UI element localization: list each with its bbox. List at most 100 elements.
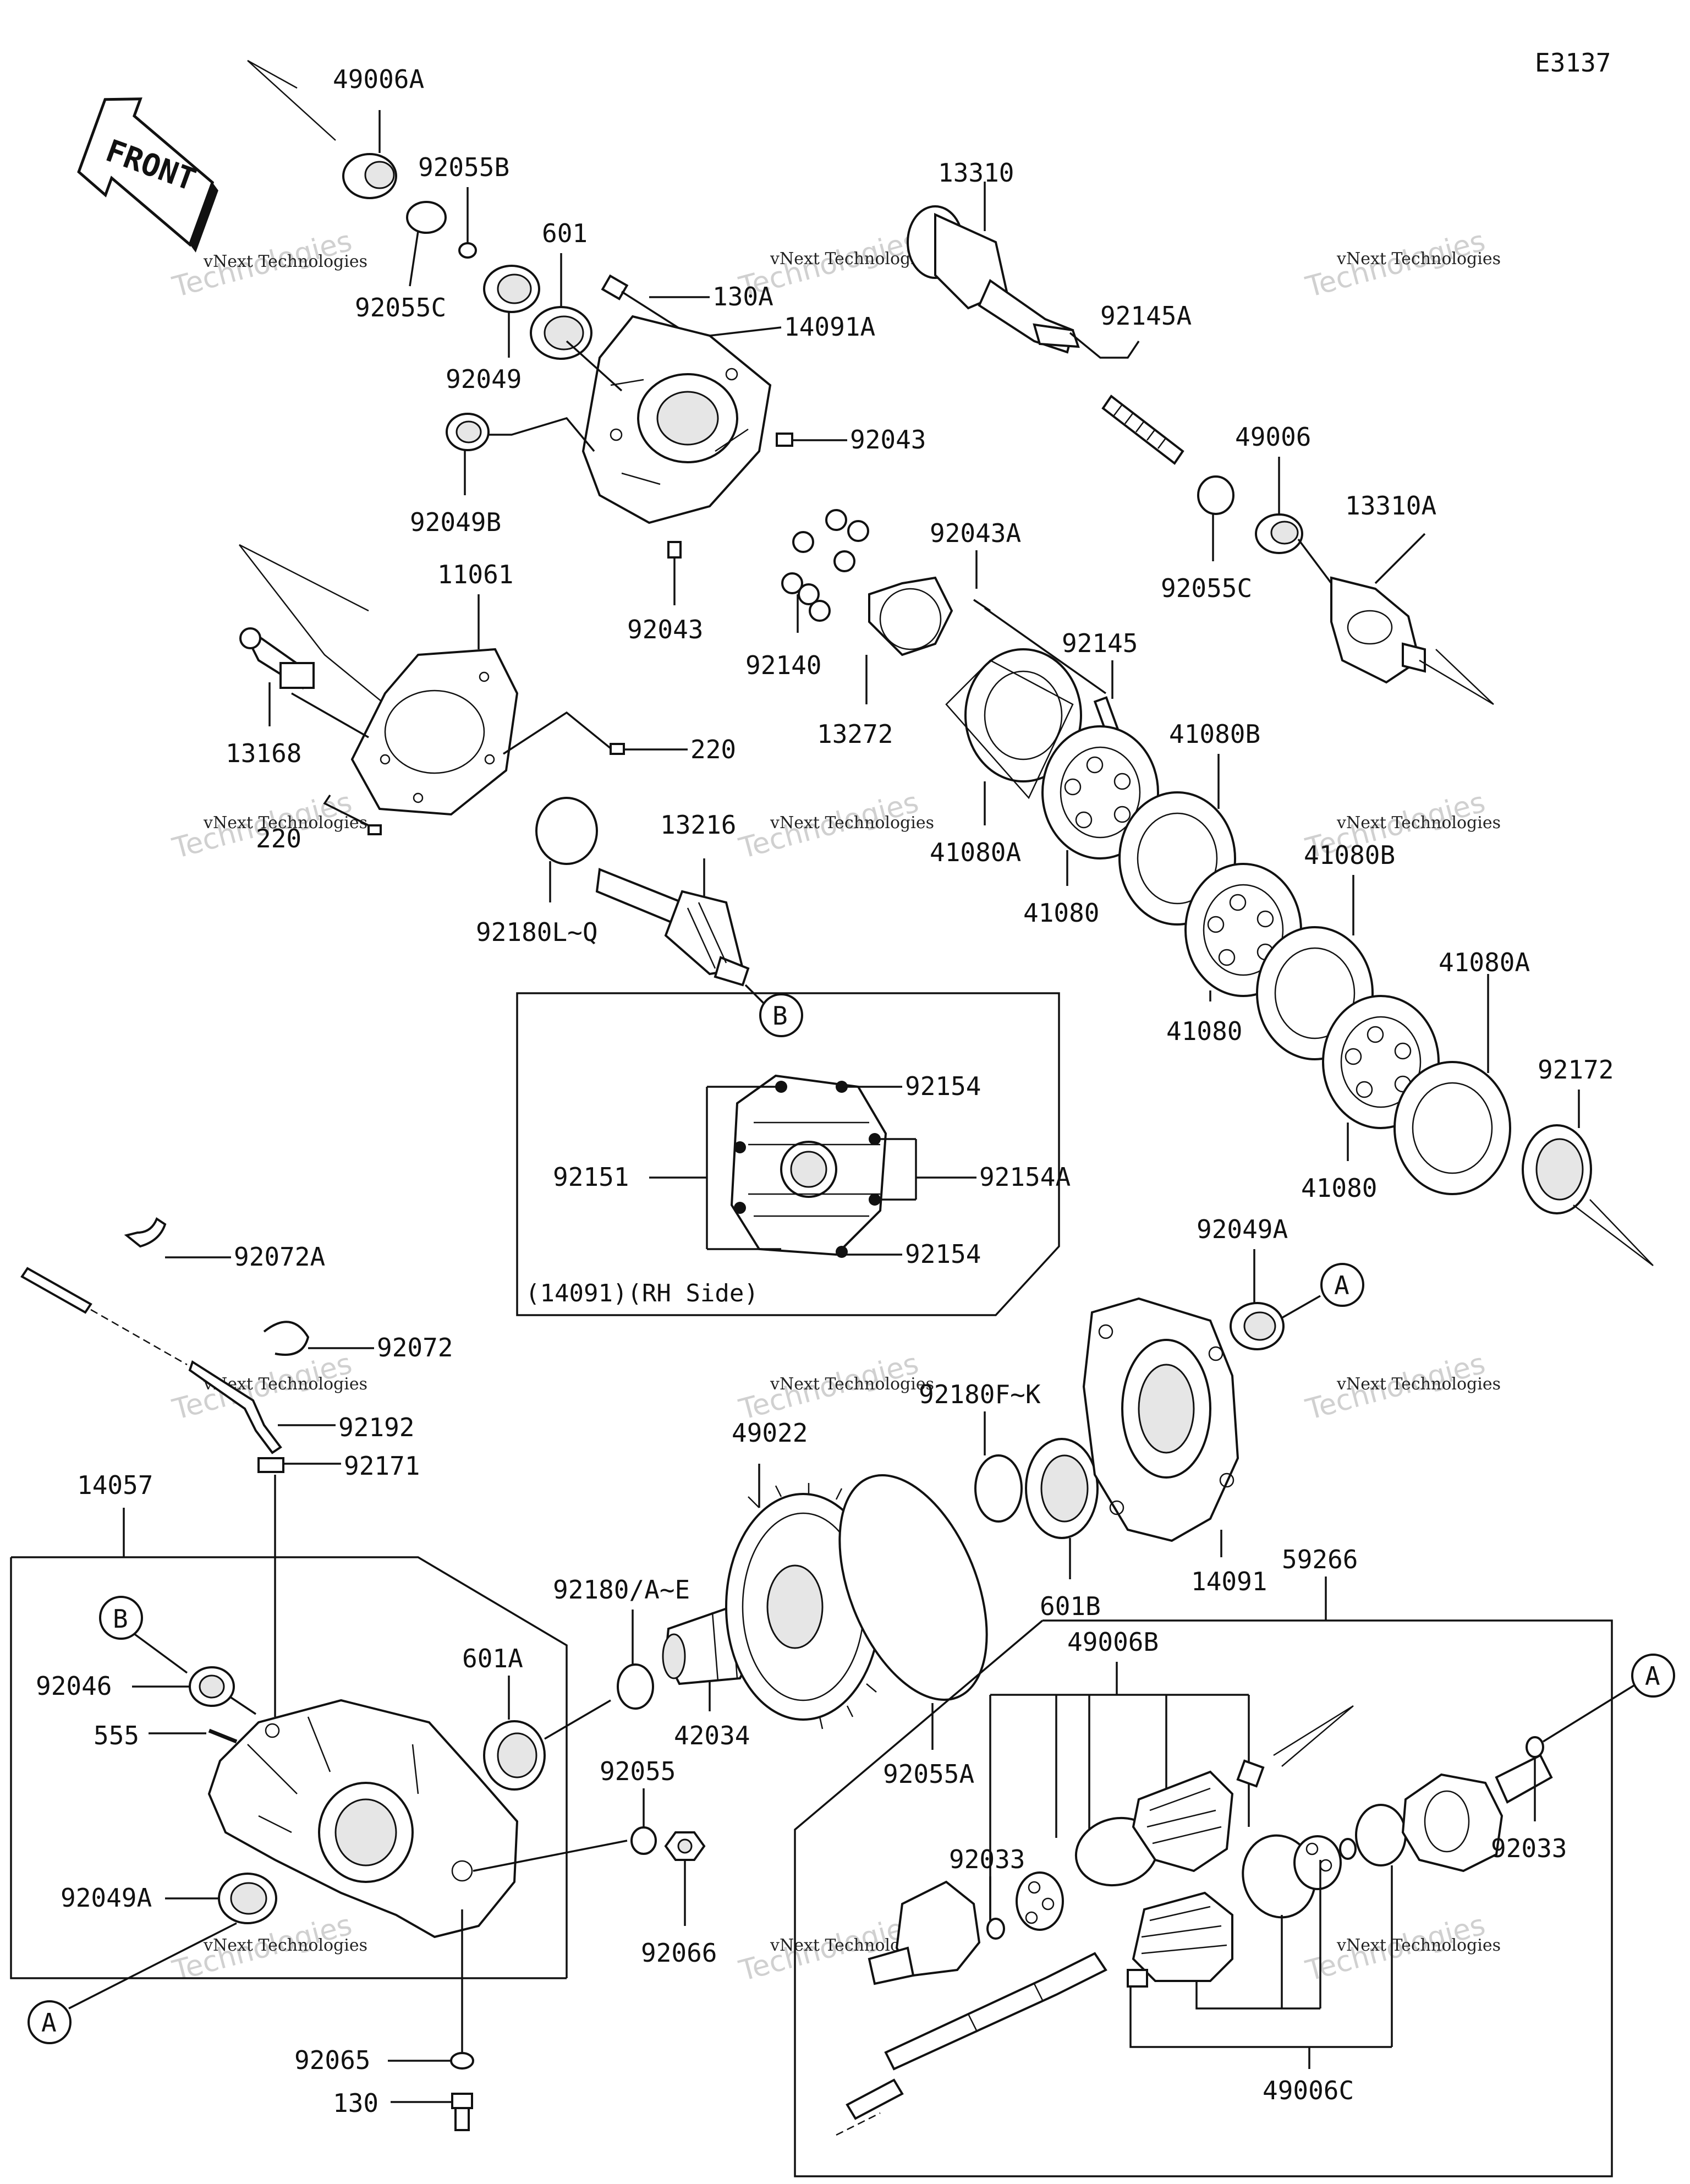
- part-92033-label: 92033: [1491, 1833, 1567, 1863]
- part-41080B-label: 41080B: [1169, 719, 1260, 749]
- clutch-group: 92140 13272 92043A 92145 41080A: [745, 509, 1654, 1266]
- part-601A-label: 601A: [462, 1644, 523, 1673]
- driveshaft-group: 13310 92145A 92055C 49006 13310A: [907, 158, 1494, 705]
- part-92049-icon: [483, 265, 540, 313]
- part-601B-label: 601B: [1040, 1591, 1101, 1621]
- part-92043-icon: [667, 541, 682, 559]
- part-130-icon: [451, 2093, 473, 2131]
- part-92180AE-icon: [617, 1663, 654, 1710]
- part-41080B-label: 41080B: [1304, 840, 1395, 870]
- part-92192-icon: [188, 1360, 282, 1454]
- part-92145A-icon: [1101, 395, 1184, 465]
- watermark-text: vNext Technologies: [770, 813, 934, 833]
- part-92049B-label: 92049B: [410, 507, 501, 537]
- diagram-id: E3137: [1535, 48, 1611, 78]
- watermark-text: vNext Technologies: [770, 1375, 934, 1394]
- part-220-icon: [610, 743, 625, 755]
- snap-ring-icon: [1355, 1804, 1407, 1866]
- vent-group: 92072A 92072 92192 92171: [20, 1217, 453, 1717]
- part-92145-label: 92145: [1062, 628, 1138, 658]
- inner-cv-housing-icon: [1401, 1754, 1553, 1873]
- part-41080A-label: 41080A: [1439, 948, 1530, 977]
- part-13310-icon: [907, 205, 1080, 354]
- leader-line: [239, 544, 369, 612]
- part-601-label: 601: [542, 218, 588, 248]
- part-92066-label: 92066: [641, 1938, 717, 1968]
- part-92151-label: 92151: [553, 1162, 629, 1192]
- watermark-text: vNext Technologies: [1336, 1375, 1501, 1394]
- part-555-label: 555: [94, 1721, 139, 1750]
- part-11061-label: 11061: [437, 560, 513, 589]
- part-92171-icon: [257, 1457, 284, 1473]
- leader-line: [247, 59, 298, 89]
- part-49022-label: 49022: [732, 1418, 808, 1448]
- part-14091-label: 14091: [1191, 1567, 1267, 1596]
- part-41080A-icon: [1393, 1061, 1511, 1195]
- cv-outer-joint-icon: [868, 1880, 981, 1985]
- part-13168-icon: [239, 627, 315, 690]
- leader-line: [239, 544, 386, 705]
- part-601B-icon: [1025, 1438, 1099, 1539]
- part-220-icon: [367, 824, 382, 835]
- callout-A-icon: [28, 2000, 72, 2044]
- part-92066-icon: [664, 1831, 706, 1861]
- part-92192-label: 92192: [338, 1413, 414, 1442]
- watermark-text: vNext Technologies: [203, 252, 367, 271]
- gasket-group: 11061 13168 220 220: [226, 544, 736, 853]
- callout-B-label: B: [113, 1604, 128, 1634]
- part-92154A-label: 92154A: [979, 1162, 1071, 1192]
- part-13272-icon: [868, 576, 953, 656]
- part-41080A-label: 41080A: [930, 838, 1021, 867]
- part-92072A-label: 92072A: [234, 1242, 325, 1272]
- part-92065-icon: [450, 2052, 474, 2070]
- callout-A-label: A: [1334, 1271, 1349, 1300]
- hose-segment-icon: [20, 1267, 92, 1314]
- part-92049A-label: 92049A: [1197, 1214, 1288, 1244]
- callout-A-label: A: [1645, 1661, 1660, 1691]
- part-220-label: 220: [256, 824, 301, 853]
- front-arrow-icon: FRONT: [77, 97, 218, 253]
- watermark-text: vNext Technologies: [203, 813, 367, 833]
- part-14091A-icon: [581, 315, 772, 524]
- part-92049A-icon: [1230, 1302, 1285, 1350]
- part-49006A-label: 49006A: [333, 64, 424, 94]
- part-92172-icon: [1522, 1124, 1592, 1214]
- part-49006A-icon: [342, 153, 397, 199]
- inset-caption: (14091)(RH Side): [525, 1279, 759, 1307]
- callout-A-icon: [1320, 1263, 1364, 1307]
- watermark-text: vNext Technologies: [203, 1936, 367, 1955]
- part-92043-icon: [776, 433, 793, 447]
- part-92055C-icon: [406, 201, 447, 234]
- inner-boot-icon: [1132, 1891, 1233, 1982]
- callout-A-label: A: [41, 2008, 57, 2038]
- part-92140-icon: [781, 509, 869, 622]
- part-92171-label: 92171: [344, 1451, 420, 1481]
- part-13310A-icon: [1330, 576, 1426, 684]
- part-49006-icon: [1255, 513, 1303, 554]
- part-92180LQ-icon: [535, 797, 598, 865]
- part-92055B-icon: [458, 242, 477, 259]
- part-11061-icon: [350, 648, 519, 816]
- drive-shaft-assembly-group: 59266 49006B 92033: [794, 1545, 1675, 2177]
- part-92180FK-label: 92180F~K: [919, 1380, 1041, 1409]
- ring-gear-group: 92180/A~E 42034 49022 92055A 92180F~K 60…: [553, 1214, 1364, 1789]
- part-92046-icon: [189, 1666, 235, 1707]
- part-92043A-label: 92043A: [930, 518, 1021, 548]
- circlip-icon: [1339, 1838, 1357, 1860]
- callout-B-label: B: [772, 1001, 788, 1031]
- part-601A-icon: [483, 1720, 546, 1791]
- part-92145A-label: 92145A: [1100, 301, 1192, 331]
- part-92055-icon: [630, 1826, 657, 1855]
- part-92140-label: 92140: [745, 650, 821, 680]
- part-92055C-label: 92055C: [355, 293, 446, 322]
- part-92033-icon: [1526, 1736, 1544, 1758]
- part-92065-label: 92065: [294, 2045, 370, 2075]
- part-13310-label: 13310: [938, 158, 1014, 188]
- watermark-text: vNext Technologies: [1336, 249, 1501, 269]
- part-92046-label: 92046: [36, 1671, 112, 1701]
- part-220-label: 220: [690, 735, 736, 764]
- part-92172-label: 92172: [1538, 1055, 1614, 1085]
- part-92049A-icon: [218, 1873, 277, 1924]
- part-92072-icon: [263, 1321, 310, 1356]
- diff-case-group: 14057 B 92046 555 92049A A: [10, 1470, 717, 2131]
